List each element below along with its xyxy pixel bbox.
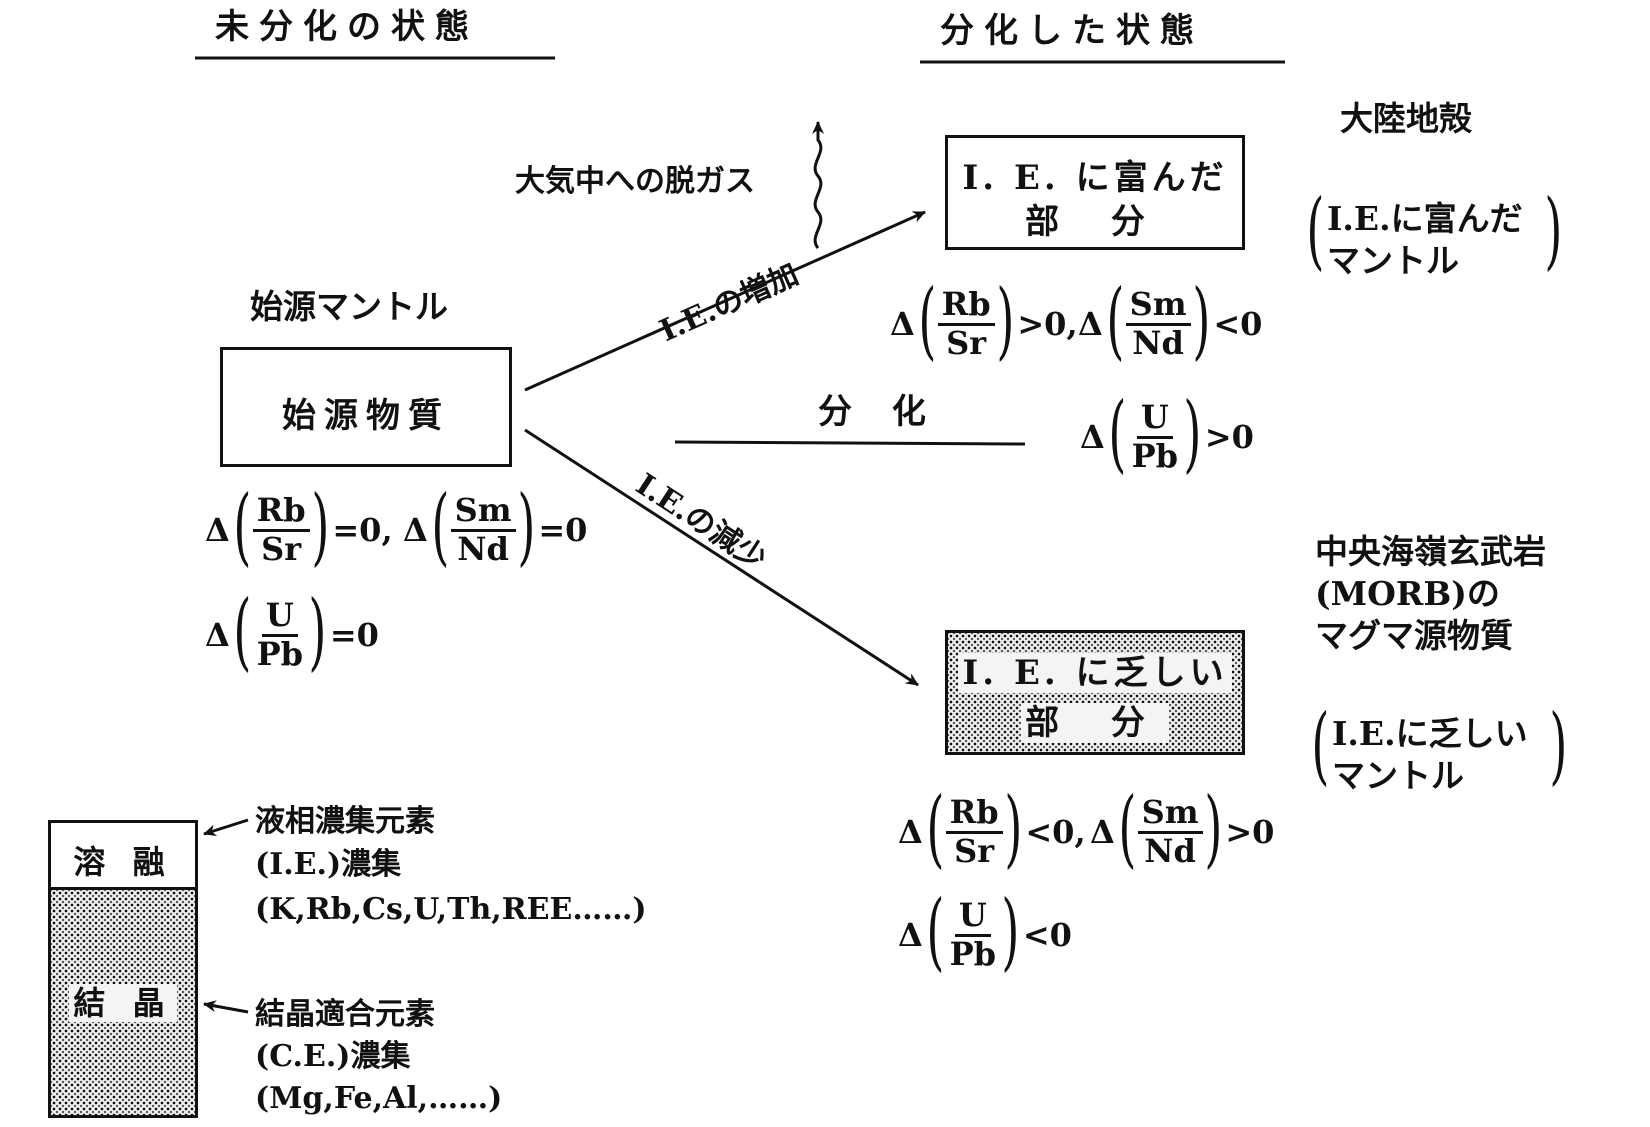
numerator: Sm [1137,795,1203,834]
ie-rich-box-line1: I. E. に富んだ [962,158,1228,198]
melt-elements-line1: 液相濃集元素 [255,804,435,839]
legend-melt-label: 溶 融 [73,843,173,881]
legend-arrow-crystal [203,1000,249,1014]
morb-line2: (MORB)の [1315,574,1500,613]
numerator: U [1136,400,1173,439]
denominator: Nd [1144,831,1196,870]
ie-poor-box-line1: I. E. に乏しい [948,645,1242,694]
denominator: Nd [457,529,509,568]
denominator: Sr [261,529,302,568]
delta-symbol: Δ [1078,305,1103,343]
denominator: Sr [946,323,987,362]
melt-elements-line3: (K,Rb,Cs,U,Th,REE……) [255,892,647,927]
denominator: Sr [954,831,995,870]
poor-mantle-line2: マントル [1332,756,1464,795]
relation: =0 [538,511,588,549]
relation: >0 [1225,813,1275,851]
numerator: Sm [450,493,516,532]
legend-crystal-cell: 結 晶 [48,887,198,1118]
legend-melt-cell: 溶 融 [48,820,198,890]
degassing-label: 大気中への脱ガス [515,164,755,199]
differentiation-line [674,440,1026,446]
ie-poor-box-line2-text: 部 分 [1021,703,1169,743]
relation: <0 [1022,916,1072,954]
arrow-increase [524,210,926,392]
relation: <0, [1025,813,1086,851]
relation: >0, [1017,305,1078,343]
denominator: Pb [949,934,997,973]
ie-poor-box-line2: 部 分 [948,695,1242,744]
crystal-elements-line2: (C.E.)濃集 [255,1039,411,1074]
ie-rich-box: I. E. に富んだ 部 分 [945,135,1245,250]
ie-poor-box-line1-text: I. E. に乏しい [958,653,1232,693]
crystal-elements-line3: (Mg,Fe,Al,……) [255,1081,503,1116]
legend-column: 溶 融 結 晶 [48,820,198,1118]
crystal-elements-line1: 結晶適合元素 [255,997,435,1032]
denominator: Pb [256,634,304,673]
delta-symbol: Δ [898,813,923,851]
degas-wavy-arrow [812,121,824,249]
rich-mantle-line1: I.E.に富んだ [1327,199,1523,238]
delta-symbol: Δ [403,511,428,549]
legend-crystal-text: 結 晶 [69,984,177,1022]
denominator: Nd [1132,323,1184,362]
numerator: U [261,598,298,637]
relation: >0 [1204,418,1254,456]
numerator: Rb [937,287,995,326]
denominator: Pb [1131,436,1179,475]
delta-symbol: Δ [1080,418,1105,456]
primitive-material-box: 始源物質 [220,347,512,467]
legend-crystal-label: 結 晶 [51,978,195,1024]
arrow-decrease [524,428,919,687]
primitive-material-label: 始源物質 [282,396,450,436]
numerator: U [954,898,991,937]
header-undifferentiated: 未分化の状態 [215,7,479,47]
continental-crust-label: 大陸地殻 [1340,99,1472,138]
differentiation-label: 分 化 [818,392,940,432]
numerator: Rb [252,493,310,532]
rich-mantle-line2: マントル [1327,241,1459,280]
relation: =0, [332,511,393,549]
delta-symbol: Δ [898,916,923,954]
relation: <0 [1213,305,1263,343]
ie-poor-box: I. E. に乏しい 部 分 [945,630,1245,755]
delta-symbol: Δ [1090,813,1115,851]
delta-symbol: Δ [890,305,915,343]
morb-line1: 中央海嶺玄武岩 [1315,532,1546,571]
numerator: Rb [945,795,1003,834]
poor-mantle-line1: I.E.に乏しい [1332,714,1528,753]
delta-symbol: Δ [205,511,230,549]
primitive-mantle-label: 始源マントル [250,287,448,326]
header-differentiated: 分化した状態 [940,11,1204,51]
ie-rich-box-line2: 部 分 [1025,202,1165,242]
melt-elements-line2: (I.E.)濃集 [255,847,402,882]
numerator: Sm [1125,287,1191,326]
delta-symbol: Δ [205,616,230,654]
legend-arrow-melt [203,818,249,837]
morb-line3: マグマ源物質 [1315,616,1513,655]
relation: =0 [329,616,379,654]
